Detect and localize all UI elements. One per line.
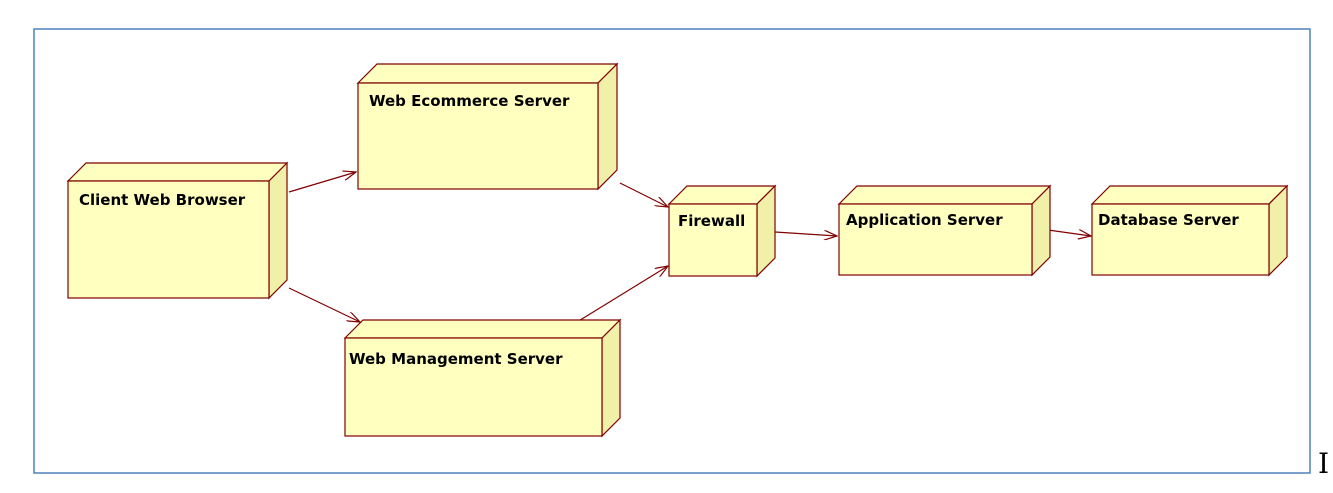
edge-management-to-firewall: [576, 266, 668, 323]
edge-firewall-to-application: [774, 232, 837, 236]
node-web-ecommerce-server: Web Ecommerce Server: [356, 62, 619, 191]
node-label-application-server: Application Server: [846, 211, 1003, 229]
node-label-web-management-server: Web Management Server: [349, 350, 563, 368]
edge-client-to-ecommerce: [288, 172, 356, 193]
node-label-client-web-browser: Client Web Browser: [79, 191, 246, 209]
trailing-glyph: I: [1318, 447, 1329, 480]
node-label-web-ecommerce-server: Web Ecommerce Server: [369, 92, 570, 110]
edge-client-to-management: [288, 287, 360, 322]
node-application-server: Application Server: [837, 184, 1052, 277]
edge-application-to-database: [1047, 230, 1091, 236]
node-client-web-browser: Client Web Browser: [66, 161, 289, 300]
edge-ecommerce-to-firewall: [619, 182, 668, 207]
node-database-server: Database Server: [1090, 184, 1289, 277]
node-label-firewall: Firewall: [678, 212, 745, 230]
edges: [288, 172, 1091, 323]
node-firewall: Firewall: [667, 184, 777, 278]
node-web-management-server: Web Management Server: [343, 318, 622, 438]
node-label-database-server: Database Server: [1098, 211, 1239, 229]
